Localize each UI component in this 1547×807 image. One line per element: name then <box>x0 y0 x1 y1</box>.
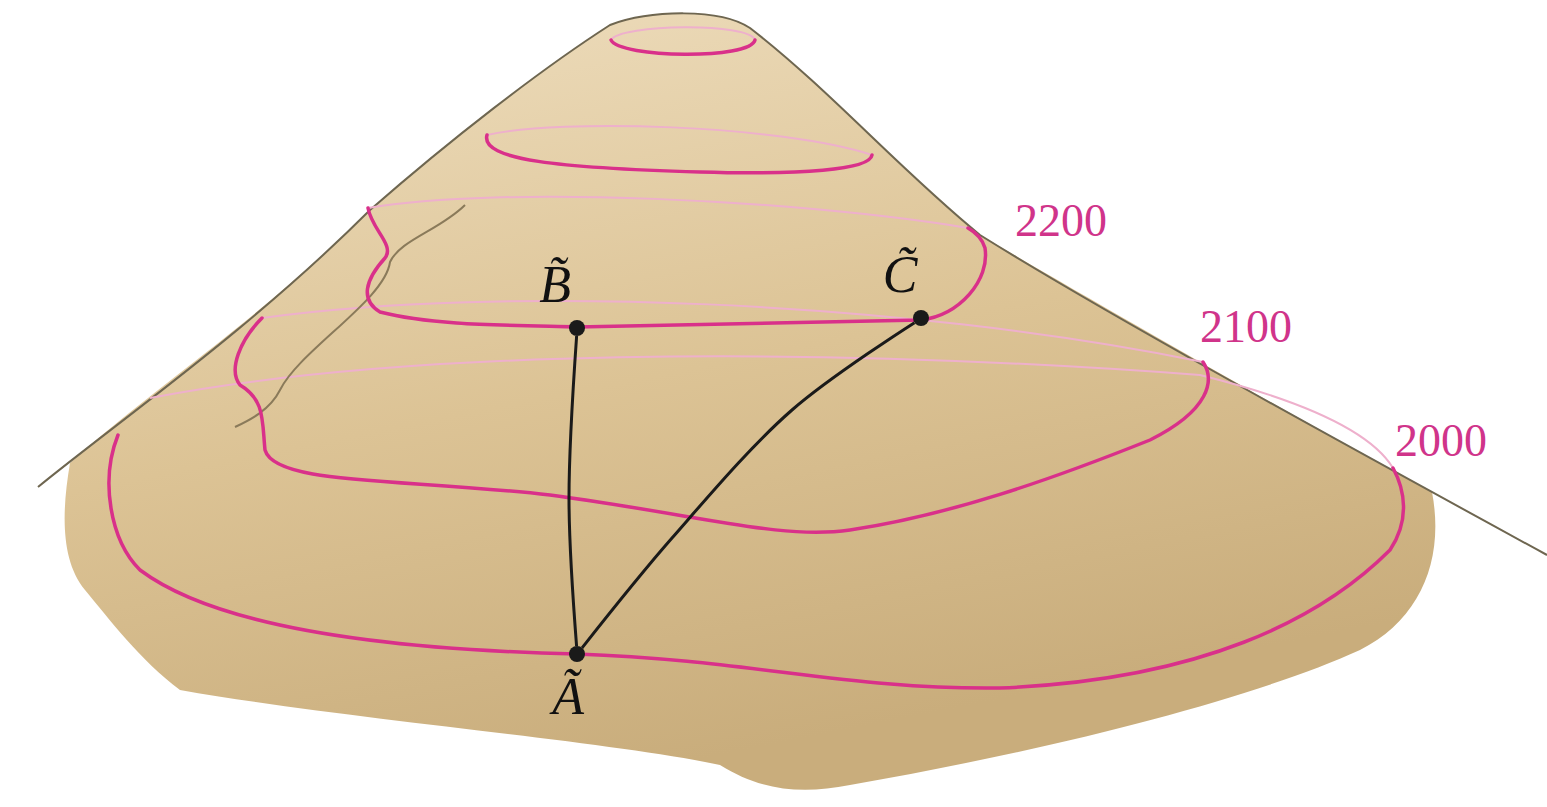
contour-back-line <box>262 301 1203 362</box>
point-marker: Ã <box>569 646 585 662</box>
contour-line <box>367 208 985 327</box>
elevation-label: 2000 <box>1393 418 1489 464</box>
contour-back-line <box>611 27 755 40</box>
contour-back-line <box>487 126 872 155</box>
point-label: B̃ <box>539 254 571 316</box>
mountain-body <box>65 13 1436 789</box>
ridge-line <box>38 13 1547 555</box>
contour-line <box>611 40 755 54</box>
elevation-label: 2100 <box>1198 304 1294 350</box>
point-label: C̃ <box>883 244 918 306</box>
point-marker: C̃ <box>913 310 929 326</box>
point-marker: B̃ <box>569 320 585 336</box>
contour-line <box>109 435 1403 688</box>
point-label: Ã <box>552 666 584 728</box>
stream-line <box>235 205 465 427</box>
contour-back <box>150 27 1393 468</box>
elevation-label: 2200 <box>1013 198 1109 244</box>
path-curve <box>569 336 577 646</box>
path-curve <box>582 323 914 648</box>
contour-line <box>235 318 1208 532</box>
contour-line <box>487 135 872 173</box>
contour-front <box>109 40 1403 688</box>
